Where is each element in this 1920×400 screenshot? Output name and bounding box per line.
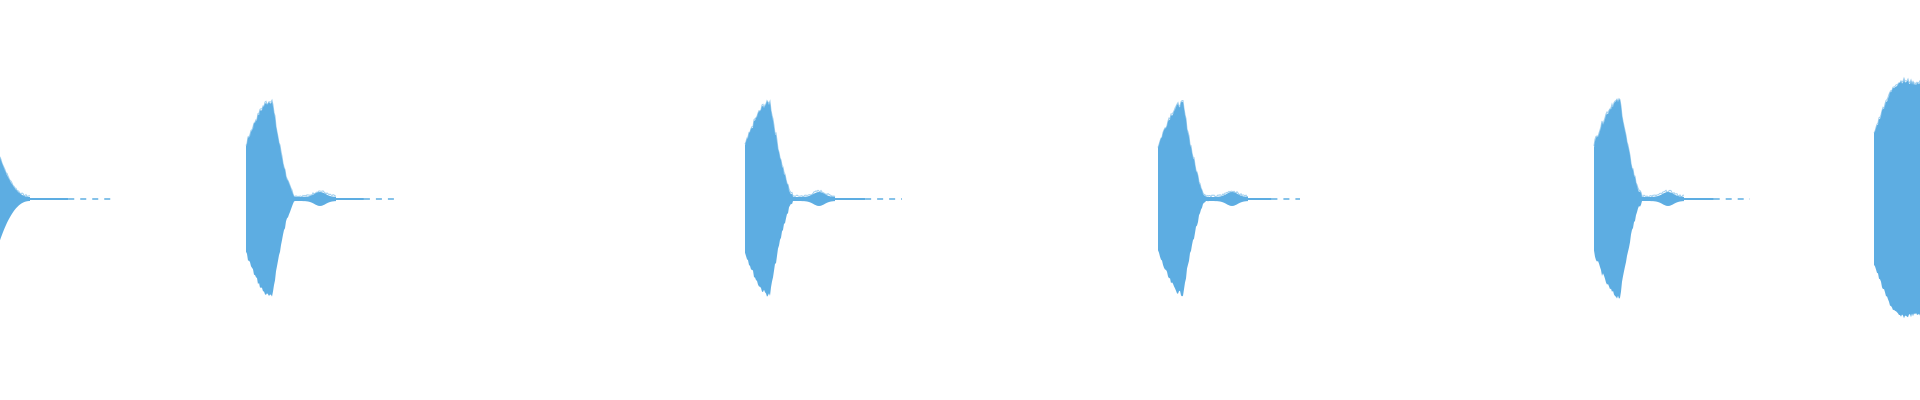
waveform-edge xyxy=(744,99,836,198)
waveform-burst xyxy=(245,98,398,297)
waveform-edge xyxy=(1593,97,1685,198)
waveform-envelope xyxy=(745,101,835,297)
waveform-envelope xyxy=(1874,79,1920,319)
waveform-envelope xyxy=(0,157,30,241)
waveform-burst xyxy=(1873,76,1920,319)
waveform-envelope xyxy=(1594,99,1684,299)
waveform-edge xyxy=(1157,99,1249,199)
waveform-edge xyxy=(245,98,337,198)
waveform-burst xyxy=(1593,97,1750,299)
waveform-burst xyxy=(1157,99,1300,297)
waveform-burst xyxy=(0,156,115,241)
waveform-edge xyxy=(1873,76,1920,134)
waveform-layer xyxy=(0,76,1920,319)
waveform-envelope xyxy=(1158,101,1248,297)
waveform-burst xyxy=(744,99,902,297)
waveform-envelope xyxy=(246,101,336,297)
waveform-edge xyxy=(0,156,31,197)
